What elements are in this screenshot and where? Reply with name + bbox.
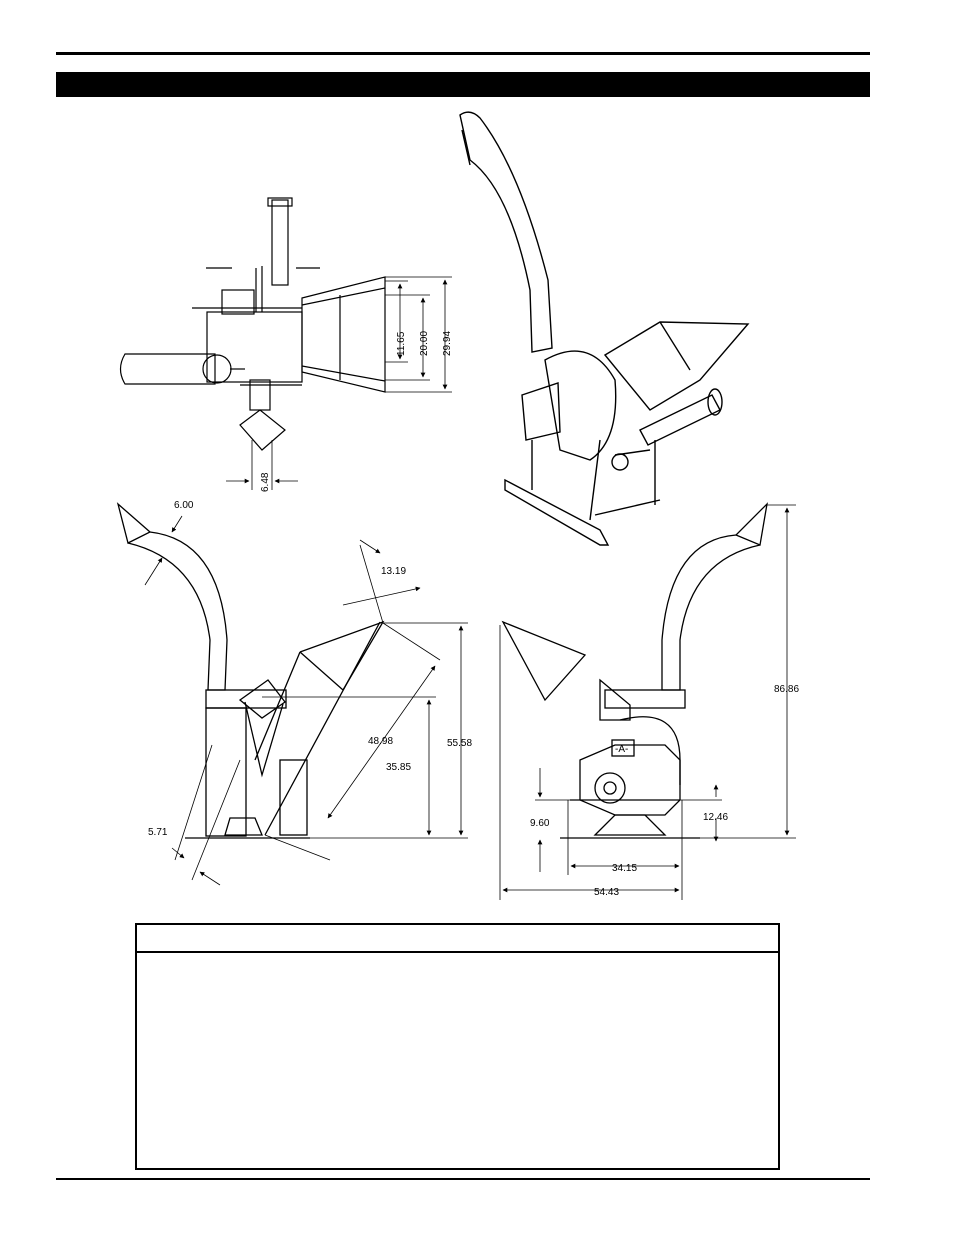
left-side-dimensions (144, 515, 468, 886)
right-side-dimensions (499, 504, 796, 900)
dim-left-13-19: 13.19 (381, 566, 406, 577)
top-view-dimensions (226, 276, 452, 490)
dim-right-86-86: 86.86 (774, 684, 799, 695)
dim-top-20-00: 20.00 (419, 331, 430, 356)
dim-top-11-65: 11.65 (396, 331, 407, 356)
isometric-view (459, 111, 750, 546)
dim-left-35-85: 35.85 (386, 762, 411, 773)
dim-left-6-00: 6.00 (174, 500, 194, 511)
spec-table-body (137, 953, 778, 969)
dim-right-54-43: 54.43 (594, 887, 619, 898)
right-side-view (501, 502, 768, 839)
label-a: -A- (615, 744, 628, 755)
top-rule (56, 52, 870, 55)
top-view (119, 197, 386, 451)
specification-table (135, 923, 780, 1170)
dim-left-48-98: 48.98 (368, 736, 393, 747)
wood-chipper-dimension-drawing: 11.65 20.00 29.94 6.48 (116, 111, 799, 900)
dim-top-29-94: 29.94 (442, 331, 453, 356)
bottom-rule (56, 1178, 870, 1180)
dim-right-34-15: 34.15 (612, 863, 637, 874)
section-title-bar (56, 72, 870, 97)
dim-top-6-48: 6.48 (260, 472, 271, 492)
dim-right-9-60: 9.60 (530, 818, 550, 829)
left-side-view (116, 502, 385, 839)
dim-left-5-71: 5.71 (148, 827, 168, 838)
spec-table-header (137, 925, 778, 953)
dim-right-12-46: 12.46 (703, 812, 728, 823)
dim-left-55-58: 55.58 (447, 738, 472, 749)
